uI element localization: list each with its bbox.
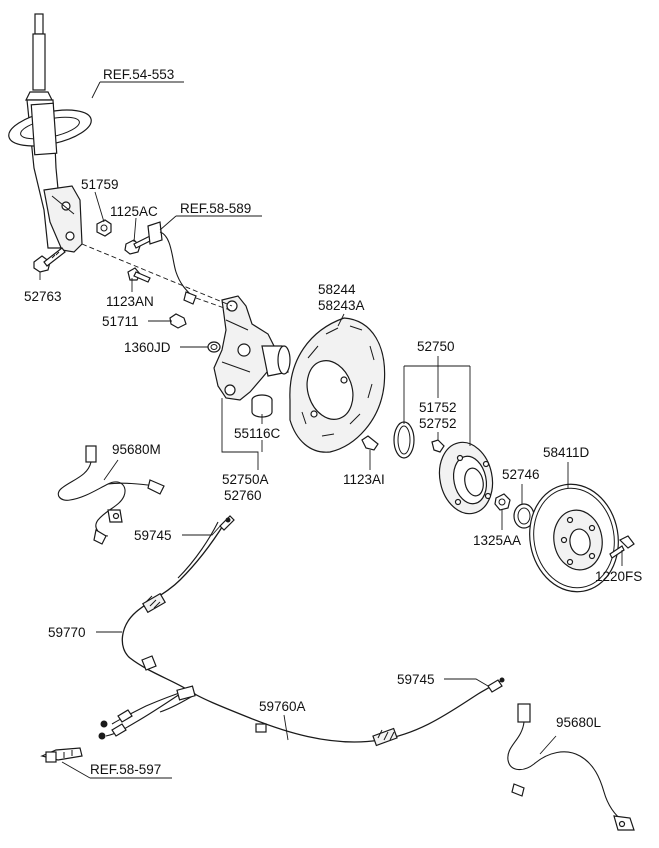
part-59760A-label[interactable]: 59760A — [259, 699, 306, 714]
part-52763-label[interactable]: 52763 — [24, 289, 62, 304]
bolt-52763-icon — [33, 247, 66, 273]
nut-1325AA-icon — [494, 493, 511, 511]
part-58411D-label[interactable]: 58411D — [543, 445, 590, 460]
wheel-speed-sensor-rear-icon — [507, 703, 635, 831]
shock-absorber-strut-icon — [8, 13, 92, 253]
parking-brake-cable-icon — [40, 515, 505, 763]
part-52750A-label[interactable]: 52750A — [222, 472, 269, 487]
bolt-1123AN-icon — [127, 267, 151, 283]
sensor-wire-bracket-icon — [147, 221, 197, 305]
part-59745-top-label[interactable]: 59745 — [134, 528, 172, 543]
part-1360JD-label[interactable]: 1360JD — [124, 340, 171, 355]
screw-1220FS-icon — [609, 535, 635, 559]
part-labels: REF.54-553 51759 1125AC REF.58-589 52763… — [24, 67, 642, 777]
part-51752-label[interactable]: 51752 — [419, 400, 457, 415]
part-95680L-label[interactable]: 95680L — [556, 715, 602, 730]
wheel-hub-icon — [438, 441, 494, 515]
part-52752-label[interactable]: 52752 — [419, 416, 457, 431]
part-55116C-label[interactable]: 55116C — [234, 426, 281, 441]
part-59745-bottom-label[interactable]: 59745 — [397, 672, 435, 687]
ref-58-589-label[interactable]: REF.58-589 — [180, 201, 251, 216]
washer-1360JD-icon — [207, 341, 221, 353]
nut-51759-icon — [96, 219, 112, 237]
part-52750-label[interactable]: 52750 — [417, 339, 455, 354]
bolt-51711-icon — [169, 313, 187, 329]
part-52746-label[interactable]: 52746 — [502, 467, 540, 482]
part-59770-label[interactable]: 59770 — [48, 625, 86, 640]
brake-disc-icon — [529, 483, 619, 593]
steering-knuckle-icon — [213, 295, 291, 401]
leader-lines — [39, 81, 623, 779]
bolt-1123AI-icon — [361, 435, 379, 451]
part-58243A-label[interactable]: 58243A — [318, 298, 365, 313]
part-51759-label[interactable]: 51759 — [81, 177, 119, 192]
part-1125AC-label[interactable]: 1125AC — [110, 204, 158, 219]
part-1325AA-label[interactable]: 1325AA — [473, 533, 521, 548]
bushing-55116C-icon — [251, 394, 273, 418]
ref-54-553-label[interactable]: REF.54-553 — [103, 67, 174, 82]
part-1220FS-label[interactable]: 1220FS — [595, 569, 642, 584]
part-1123AN-label[interactable]: 1123AN — [106, 294, 154, 309]
abs-tone-ring-icon — [393, 421, 415, 459]
part-1123AI-label[interactable]: 1123AI — [343, 472, 385, 487]
part-51711-label[interactable]: 51711 — [102, 314, 139, 329]
part-58244-label[interactable]: 58244 — [318, 282, 356, 297]
bolt-1125AC-icon — [124, 235, 153, 255]
wheel-speed-sensor-front-icon — [57, 445, 165, 545]
brake-dust-shield-icon — [289, 317, 386, 453]
part-95680M-label[interactable]: 95680M — [112, 442, 161, 457]
ref-58-597-label[interactable]: REF.58-597 — [90, 762, 161, 777]
hub-bolt-icon — [431, 439, 445, 453]
part-52760-label[interactable]: 52760 — [224, 488, 262, 503]
